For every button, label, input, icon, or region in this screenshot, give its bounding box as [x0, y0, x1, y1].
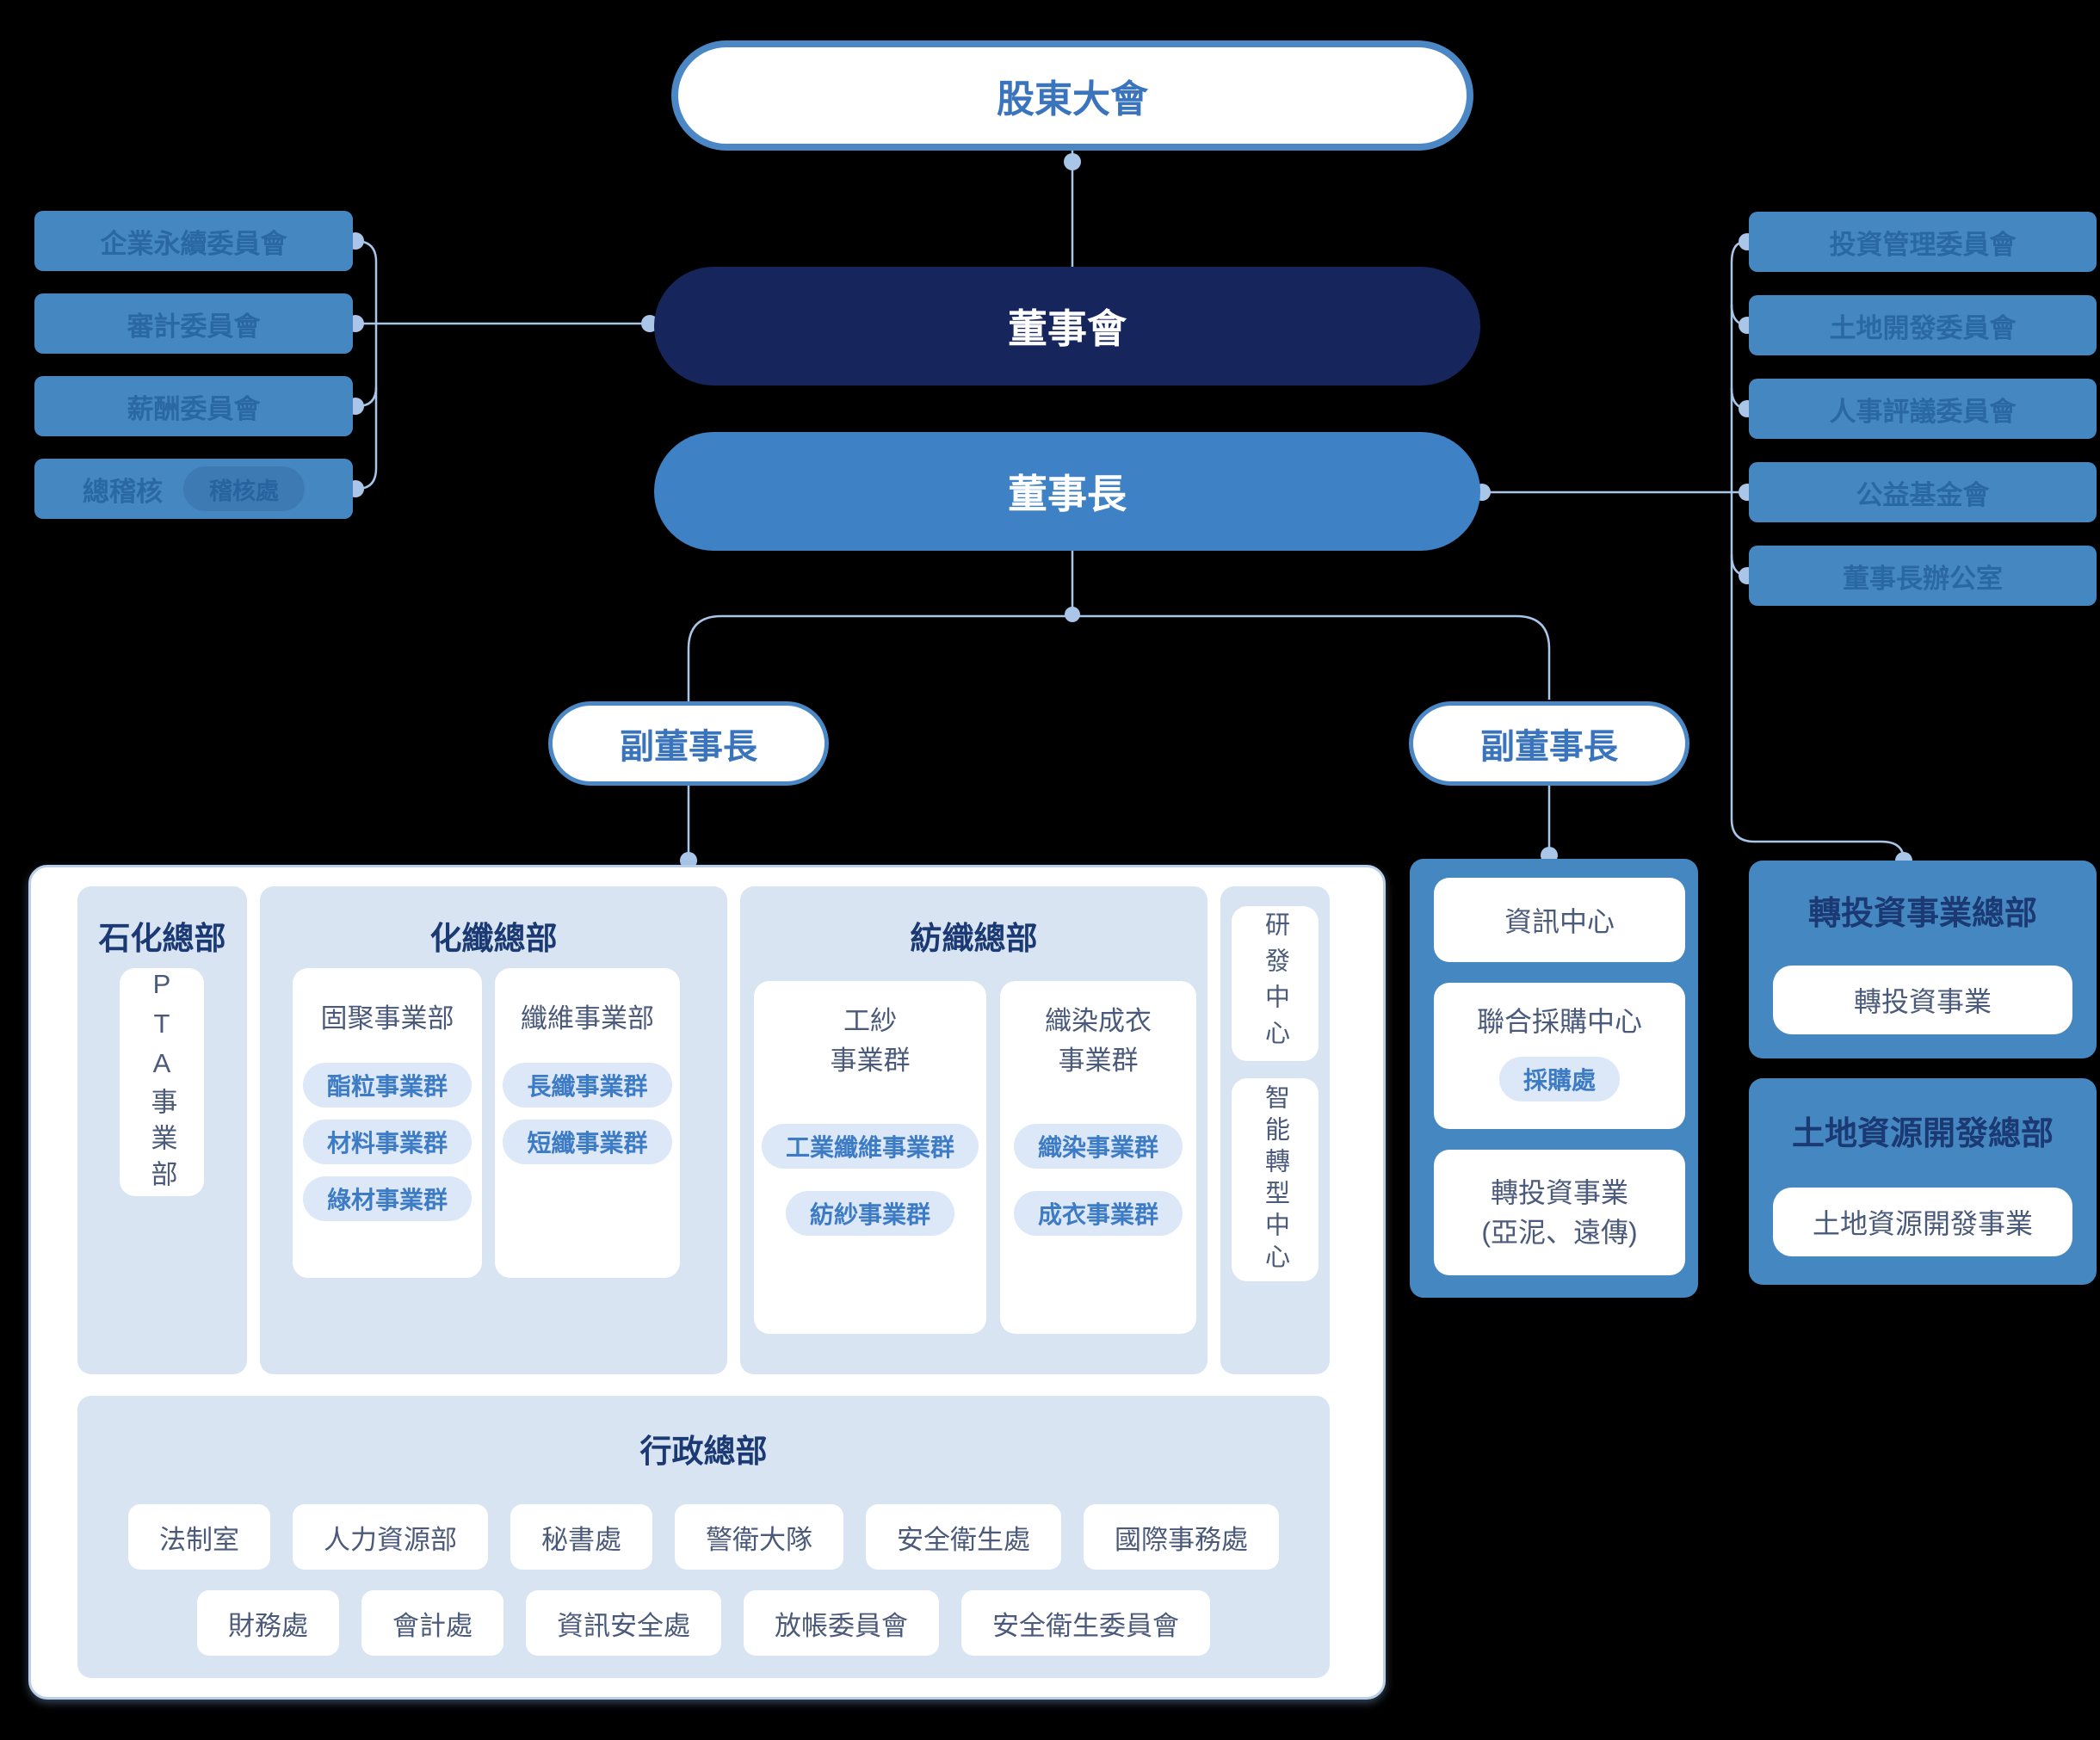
industrial-yarn-group-card[interactable]: 工紗 事業群 工業纖維事業群 紡紗事業群 [754, 981, 986, 1334]
audit-committee-label: 審計委員會 [127, 311, 261, 342]
land-dev-committee-box[interactable]: 土地開發委員會 [1749, 295, 2097, 355]
chief-auditor-label: 總稽核 [83, 476, 163, 507]
reinvestment-hq-title: 轉投資事業總部 [1807, 895, 2037, 932]
vice-chairman-left-node[interactable]: 副董事長 [548, 701, 829, 786]
textile-hq-title: 紡織總部 [910, 921, 1038, 956]
charity-foundation-box[interactable]: 公益基金會 [1749, 462, 2097, 522]
reinvestment-unit-card[interactable]: 轉投資事業 [1773, 966, 2072, 1034]
chairman-node[interactable]: 董事長 [654, 432, 1480, 551]
chief-auditor-box[interactable]: 總稽核 稽核處 [34, 459, 353, 519]
chemical-fiber-hq-title: 化纖總部 [429, 921, 558, 956]
audit-office-chip[interactable]: 稽核處 [183, 466, 305, 511]
industrial-yarn-group-label: 工紗 事業群 [830, 1005, 911, 1077]
joint-procurement-center-label: 聯合採購中心 [1476, 1006, 1642, 1037]
land-dev-unit-card[interactable]: 土地資源開發事業 [1773, 1188, 2072, 1256]
group-chip[interactable]: 長纖事業群 [503, 1063, 672, 1108]
vice-chairman-right-label: 副董事長 [1480, 728, 1618, 766]
admin-hq-title: 行政總部 [639, 1434, 768, 1469]
group-chip[interactable]: 酯粒事業群 [302, 1063, 472, 1108]
audit-office-label: 稽核處 [209, 478, 279, 504]
admin-dept-card[interactable]: 人力資源部 [293, 1504, 488, 1570]
sustainability-committee-label: 企業永續委員會 [100, 228, 287, 259]
group-chip[interactable]: 織染事業群 [1013, 1124, 1183, 1169]
petrochemical-hq-title: 石化總部 [98, 921, 226, 956]
smart-transformation-center-label: 智能轉型中心 [1261, 1084, 1289, 1275]
dyeing-garment-group-label: 織染成衣 事業群 [1045, 1005, 1152, 1077]
fiber-division-label: 纖維事業部 [521, 1003, 654, 1034]
vice-chairman-right-node[interactable]: 副董事長 [1409, 701, 1689, 786]
compensation-committee-label: 薪酬委員會 [127, 393, 261, 424]
personnel-committee-box[interactable]: 人事評議委員會 [1749, 379, 2097, 439]
land-dev-hq-title: 土地資源開發總部 [1791, 1115, 2054, 1152]
vice-chairman-left-label: 副董事長 [620, 728, 757, 766]
rd-center-card[interactable]: 研發中心 [1232, 906, 1319, 1061]
compensation-committee-box[interactable]: 薪酬委員會 [34, 376, 353, 436]
chairman-office-box[interactable]: 董事長辦公室 [1749, 546, 2097, 606]
chairman-label: 董事長 [1008, 472, 1127, 516]
group-chip[interactable]: 綠材事業群 [302, 1176, 472, 1221]
solid-poly-division-card[interactable]: 固聚事業部 酯粒事業群 材料事業群 綠材事業群 [293, 968, 482, 1278]
admin-dept-card[interactable]: 安全衛生處 [866, 1504, 1061, 1570]
info-center-card[interactable]: 資訊中心 [1434, 878, 1685, 962]
investment-mgmt-committee-label: 投資管理委員會 [1829, 229, 2017, 260]
group-chip[interactable]: 紡紗事業群 [785, 1191, 954, 1236]
pta-division-label: PTA事業部 [146, 968, 177, 1196]
procurement-office-chip[interactable]: 採購處 [1498, 1057, 1620, 1101]
admin-dept-card[interactable]: 安全衛生委員會 [961, 1590, 1210, 1656]
board-of-directors-label: 董事會 [1008, 306, 1127, 351]
personnel-committee-label: 人事評議委員會 [1829, 396, 2017, 427]
solid-poly-division-label: 固聚事業部 [320, 1003, 454, 1034]
charity-foundation-label: 公益基金會 [1856, 479, 1990, 510]
reinvestment-business-card[interactable]: 轉投資事業 (亞泥、遠傳) [1434, 1150, 1685, 1275]
joint-procurement-center-card[interactable]: 聯合採購中心 採購處 [1434, 983, 1685, 1129]
admin-row-1: 法制室 人力資源部 秘書處 警衛大隊 安全衛生處 國際事務處 [77, 1504, 1330, 1570]
sustainability-committee-box[interactable]: 企業永續委員會 [34, 211, 353, 271]
board-of-directors-node[interactable]: 董事會 [654, 267, 1480, 386]
dyeing-garment-group-card[interactable]: 織染成衣 事業群 織染事業群 成衣事業群 [1000, 981, 1196, 1334]
admin-dept-card[interactable]: 秘書處 [510, 1504, 652, 1570]
group-chip[interactable]: 工業纖維事業群 [761, 1124, 979, 1169]
investment-mgmt-committee-box[interactable]: 投資管理委員會 [1749, 212, 2097, 272]
admin-row-2: 財務處 會計處 資訊安全處 放帳委員會 安全衛生委員會 [77, 1590, 1330, 1656]
shareholders-meeting-label: 股東大會 [997, 78, 1148, 120]
admin-dept-card[interactable]: 法制室 [128, 1504, 270, 1570]
group-chip[interactable]: 材料事業群 [302, 1120, 472, 1164]
audit-committee-box[interactable]: 審計委員會 [34, 293, 353, 354]
info-center-label: 資訊中心 [1504, 906, 1615, 937]
admin-dept-card[interactable]: 財務處 [197, 1590, 339, 1656]
group-chip[interactable]: 短纖事業群 [503, 1120, 672, 1164]
shareholders-meeting-node[interactable]: 股東大會 [671, 40, 1473, 151]
land-dev-committee-label: 土地開發委員會 [1829, 312, 2017, 343]
smart-transformation-center-card[interactable]: 智能轉型中心 [1232, 1078, 1319, 1281]
chairman-office-label: 董事長辦公室 [1843, 563, 2003, 594]
admin-dept-card[interactable]: 國際事務處 [1084, 1504, 1279, 1570]
pta-division-card[interactable]: PTA事業部 [120, 968, 204, 1196]
admin-dept-card[interactable]: 警衛大隊 [675, 1504, 843, 1570]
admin-dept-card[interactable]: 會計處 [361, 1590, 503, 1656]
fiber-division-card[interactable]: 纖維事業部 長纖事業群 短纖事業群 [495, 968, 680, 1278]
rd-center-label: 研發中心 [1261, 911, 1289, 1056]
group-chip[interactable]: 成衣事業群 [1013, 1191, 1183, 1236]
admin-dept-card[interactable]: 資訊安全處 [526, 1590, 721, 1656]
admin-dept-card[interactable]: 放帳委員會 [744, 1590, 939, 1656]
